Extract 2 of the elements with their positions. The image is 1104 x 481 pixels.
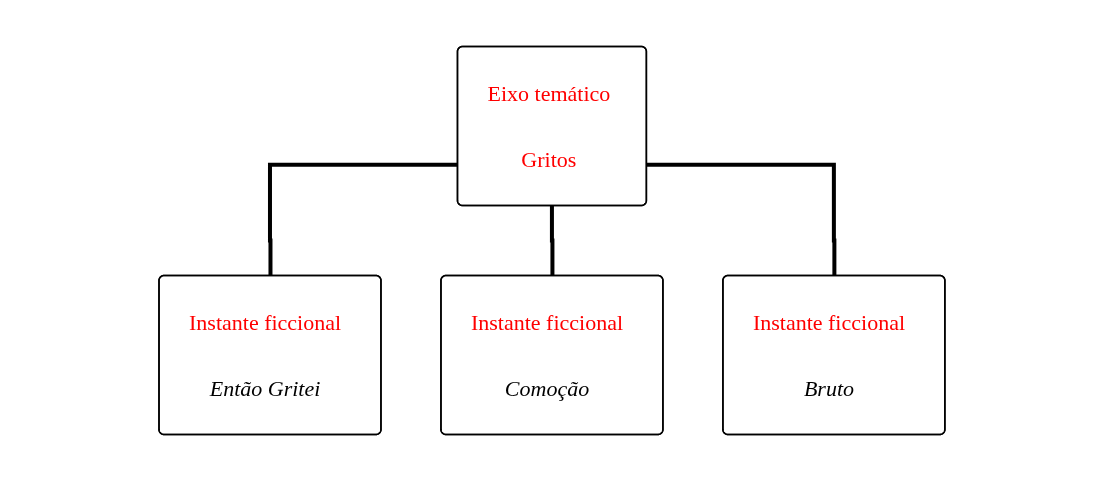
connector bbox=[646, 162, 837, 276]
connector bbox=[550, 204, 555, 276]
